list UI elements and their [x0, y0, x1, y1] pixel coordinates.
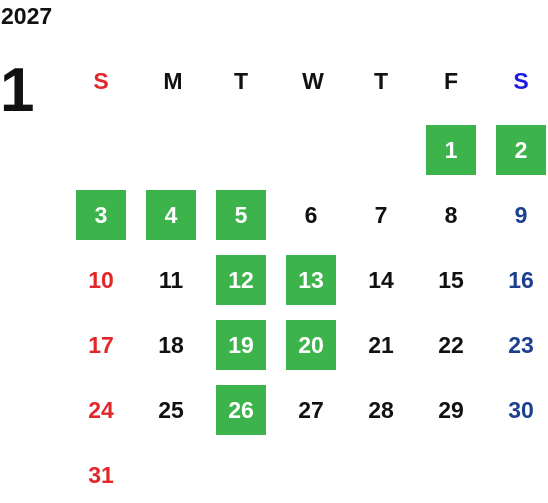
day-cell[interactable]: 9: [514, 201, 528, 228]
day-cell[interactable]: 19: [216, 320, 266, 370]
weekday-header-fri: F: [443, 68, 459, 94]
day-cell[interactable]: 14: [368, 266, 394, 293]
day-cell[interactable]: 13: [286, 255, 336, 305]
day-cell[interactable]: 8: [444, 201, 458, 228]
day-cell[interactable]: 7: [374, 201, 388, 228]
weekday-header-thu: T: [373, 68, 389, 94]
day-cell[interactable]: 28: [368, 396, 394, 423]
day-cell[interactable]: 22: [438, 331, 464, 358]
day-cell[interactable]: 20: [286, 320, 336, 370]
day-cell[interactable]: 3: [76, 190, 126, 240]
day-cell[interactable]: 6: [304, 201, 318, 228]
day-cell[interactable]: 24: [88, 396, 114, 423]
year-label: 2027: [1, 3, 53, 29]
day-cell[interactable]: 31: [88, 461, 114, 488]
weekday-header-sat: S: [513, 68, 529, 94]
day-cell[interactable]: 10: [88, 266, 114, 293]
day-cell[interactable]: 18: [158, 331, 184, 358]
day-cell[interactable]: 27: [298, 396, 324, 423]
day-cell[interactable]: 26: [216, 385, 266, 435]
day-cell[interactable]: 4: [146, 190, 196, 240]
day-cell[interactable]: 21: [368, 331, 394, 358]
day-cell[interactable]: 30: [508, 396, 534, 423]
day-cell[interactable]: 25: [158, 396, 184, 423]
day-cell[interactable]: 1: [426, 125, 476, 175]
day-cell[interactable]: 17: [88, 331, 114, 358]
day-cell[interactable]: 2: [496, 125, 546, 175]
weekday-header-tue: T: [233, 68, 249, 94]
day-cell[interactable]: 16: [508, 266, 534, 293]
weekday-header-sun: S: [93, 68, 109, 94]
weekday-header-mon: M: [163, 68, 183, 94]
day-cell[interactable]: 29: [438, 396, 464, 423]
day-cell[interactable]: 12: [216, 255, 266, 305]
weekday-header-wed: W: [302, 68, 324, 94]
day-cell[interactable]: 5: [216, 190, 266, 240]
day-cell[interactable]: 11: [158, 266, 184, 293]
day-cell[interactable]: 15: [438, 266, 464, 293]
month-number: 1: [0, 56, 35, 125]
day-cell[interactable]: 23: [508, 331, 534, 358]
